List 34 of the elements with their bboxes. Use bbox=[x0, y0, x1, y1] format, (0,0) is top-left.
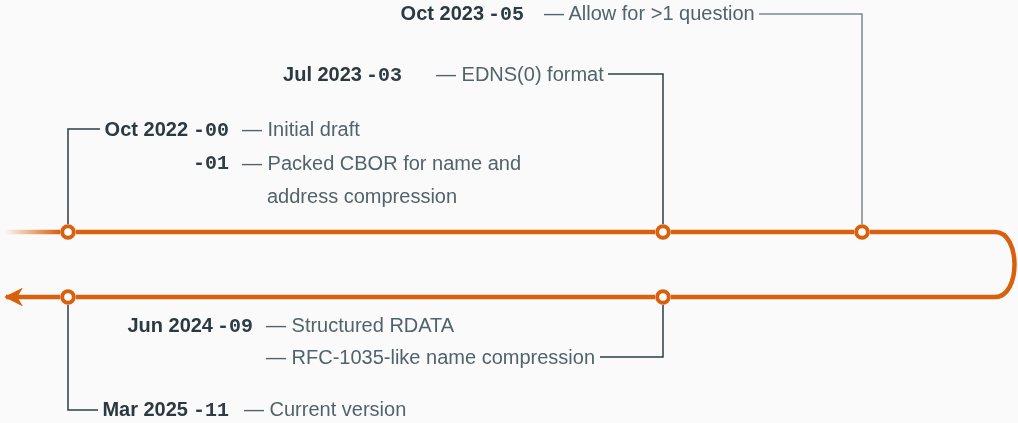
leader-line bbox=[607, 73, 664, 225]
milestone-marker bbox=[60, 289, 76, 305]
change-description: — Allow for >1 question bbox=[544, 1, 755, 26]
milestone-marker bbox=[655, 224, 671, 240]
leader-line bbox=[758, 13, 863, 225]
timeline-track bbox=[76, 294, 655, 300]
milestone-marker bbox=[655, 289, 671, 305]
change-description: — Packed CBOR for name and address compression bbox=[242, 151, 522, 209]
version-label: -09 bbox=[217, 314, 253, 340]
change-description: — RFC-1035-like name compression bbox=[266, 345, 595, 370]
timeline-track bbox=[4, 229, 60, 235]
version-label: -11 bbox=[193, 398, 229, 423]
change-description: — Initial draft bbox=[242, 117, 360, 142]
change-description: — EDNS(0) format bbox=[436, 62, 604, 87]
timeline-track bbox=[76, 229, 655, 235]
date-label: Oct 2023 bbox=[400, 1, 484, 26]
leader-line bbox=[67, 128, 101, 225]
timeline-track bbox=[671, 229, 1017, 300]
date-label: Jun 2024 bbox=[127, 313, 213, 338]
leader-line bbox=[599, 304, 664, 358]
version-label: -03 bbox=[366, 63, 402, 89]
date-label: Oct 2022 bbox=[104, 117, 188, 142]
version-label: -05 bbox=[488, 2, 524, 28]
version-label: -01 bbox=[193, 151, 229, 177]
leader-line bbox=[67, 304, 99, 411]
date-label: Jul 2023 bbox=[283, 62, 362, 87]
change-description: — Current version bbox=[244, 397, 407, 422]
version-label: -00 bbox=[193, 118, 229, 144]
milestone-marker bbox=[854, 224, 870, 240]
timeline-track bbox=[671, 229, 854, 235]
date-label: Mar 2025 bbox=[102, 397, 188, 422]
change-description: — Structured RDATA bbox=[266, 313, 455, 338]
timeline-arrow bbox=[4, 287, 60, 307]
milestone-marker bbox=[60, 224, 76, 240]
